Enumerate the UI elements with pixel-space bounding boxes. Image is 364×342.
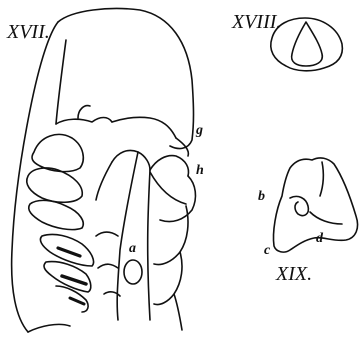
label-h: h — [196, 164, 204, 178]
label-b: b — [258, 190, 265, 204]
label-d: d — [316, 232, 323, 246]
label-g: g — [196, 124, 203, 138]
label-c: c — [264, 244, 270, 258]
figure-18-number: XVIII. — [232, 12, 281, 32]
figure-19-number: XIX. — [276, 264, 312, 284]
figure-18-drawing — [271, 18, 343, 71]
label-a: a — [129, 242, 136, 256]
figure-17-drawing — [12, 9, 196, 333]
figure-17-number: XVII. — [7, 22, 50, 42]
